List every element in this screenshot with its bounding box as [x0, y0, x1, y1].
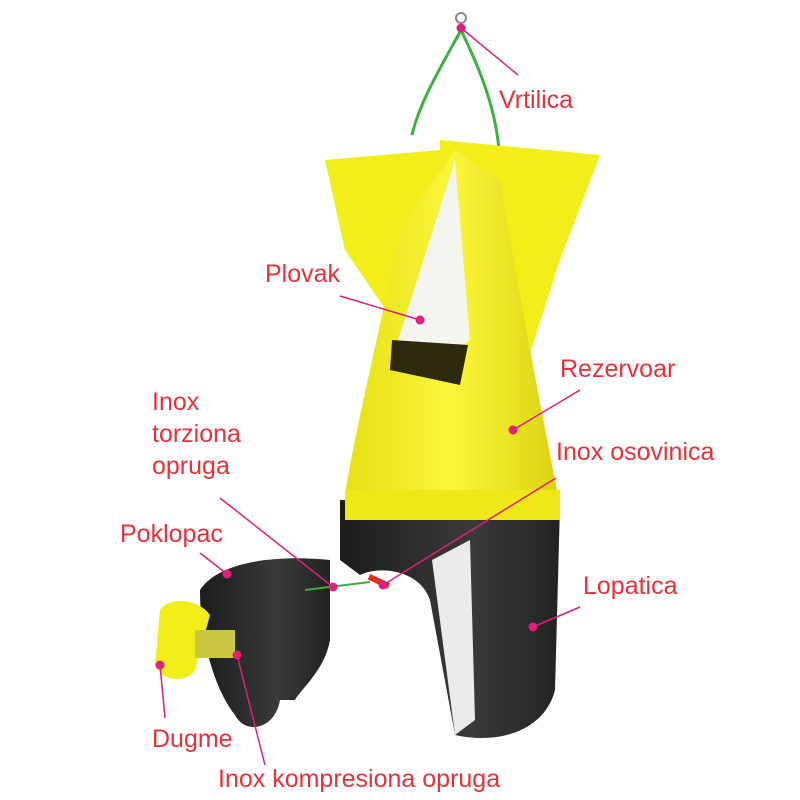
label-lopatica: Lopatica: [583, 572, 678, 600]
label-vrtilica: Vrtilica: [499, 86, 574, 114]
label-plovak: Plovak: [265, 260, 341, 288]
label-dugme: Dugme: [152, 725, 233, 753]
label-inox-osovinica: Inox osovinica: [556, 438, 715, 466]
float-cone: [395, 160, 470, 356]
label-line: opruga: [152, 452, 230, 480]
label-line: torziona: [152, 420, 241, 448]
label-poklopac: Poklopac: [120, 520, 223, 548]
label-rezervoar: Rezervoar: [560, 355, 676, 383]
label-line: Inox: [152, 388, 200, 416]
label-inox-torziona-opruga: Inox torziona opruga: [152, 386, 241, 482]
button-stem: [195, 630, 235, 658]
button-shape: [155, 600, 210, 680]
cover-shape: [200, 558, 330, 727]
reservoir-rim: [345, 490, 560, 520]
leader-lines: [155, 23, 581, 766]
label-inox-kompresiona-opruga: Inox kompresiona opruga: [218, 765, 501, 793]
